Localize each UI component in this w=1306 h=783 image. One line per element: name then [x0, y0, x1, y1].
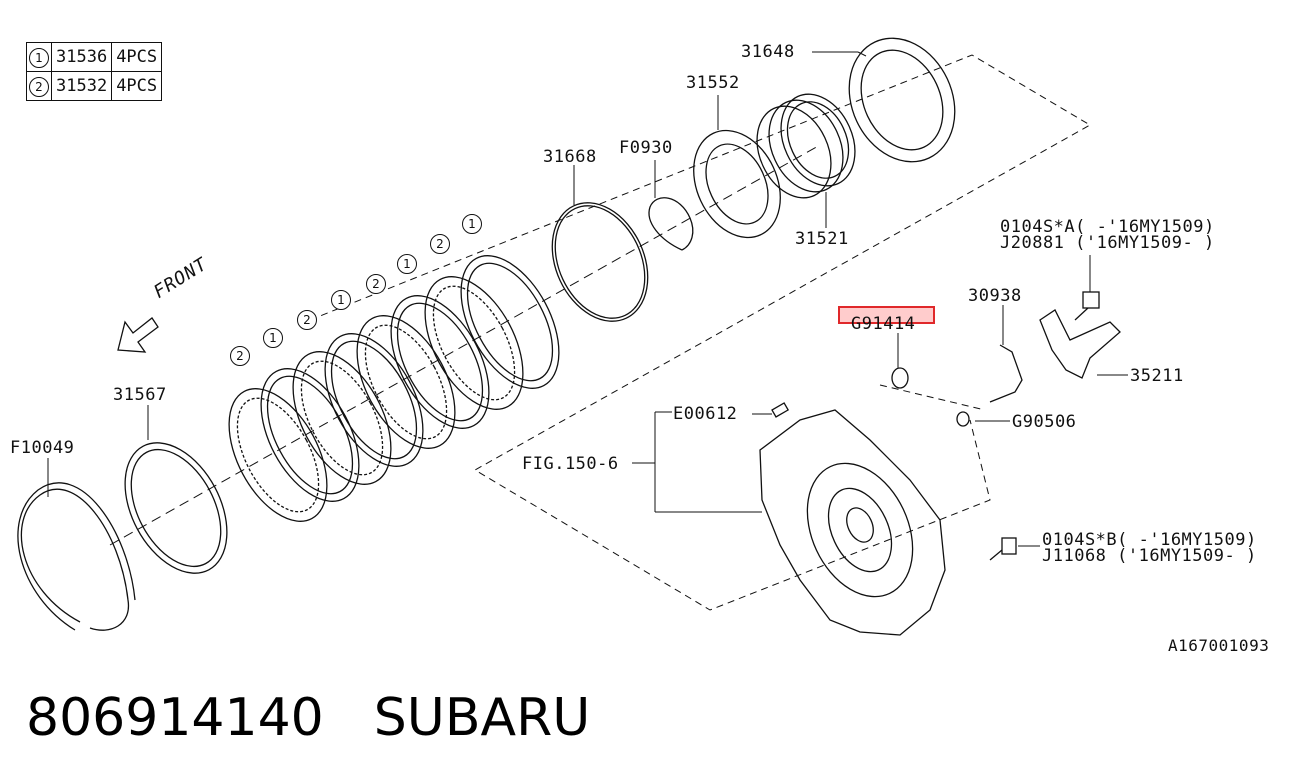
- callout-icon: 1: [397, 254, 417, 274]
- bolt-b: [1001, 537, 1017, 555]
- legend-part: 31536: [50, 42, 113, 72]
- label-35211[interactable]: 35211: [1130, 366, 1184, 386]
- label-f0930[interactable]: F0930: [619, 138, 673, 158]
- label-bolt-b-line1[interactable]: 0104S*B( -'16MY1509): [1042, 530, 1257, 550]
- label-30938[interactable]: 30938: [968, 286, 1022, 306]
- label-bolt-a-line2[interactable]: J20881 ('16MY1509- ): [1000, 233, 1215, 253]
- bracket-35211: [1039, 309, 1121, 379]
- o-ring-g90506: [956, 411, 970, 427]
- label-31521[interactable]: 31521: [795, 229, 849, 249]
- label-bolt-b-line2[interactable]: J11068 ('16MY1509- ): [1042, 546, 1257, 566]
- legend-row: 1 31536 4PCS: [26, 42, 163, 72]
- callout-icon: 2: [366, 274, 386, 294]
- label-bolt-a-line1[interactable]: 0104S*A( -'16MY1509): [1000, 217, 1215, 237]
- label-fig-ref[interactable]: FIG.150-6: [522, 454, 619, 474]
- legend-qty: 4PCS: [111, 71, 163, 101]
- label-31648[interactable]: 31648: [741, 42, 795, 62]
- piston-31521: [756, 93, 856, 199]
- callout-icon: 2: [230, 346, 250, 366]
- legend-part: 31532: [50, 71, 113, 101]
- label-e00612[interactable]: E00612: [673, 404, 738, 424]
- callout-icon: 1: [462, 214, 482, 234]
- legend-row: 2 31532 4PCS: [26, 71, 163, 101]
- legend-table: 1 31536 4PCS 2 31532 4PCS: [26, 42, 163, 101]
- plate-31567: [124, 442, 228, 574]
- valve-body-housing: [759, 402, 946, 636]
- diagram-id: A167001093: [1168, 636, 1270, 655]
- brand-name: SUBARU: [373, 688, 591, 748]
- part-number: 806914140: [26, 688, 324, 748]
- ring-31668: [551, 202, 649, 322]
- plate-31552: [693, 129, 781, 239]
- label-31567[interactable]: 31567: [113, 385, 167, 405]
- callout-2-icon: 2: [29, 76, 49, 97]
- legend-callout-cell: 1: [26, 42, 52, 72]
- label-f10049[interactable]: F10049: [10, 438, 75, 458]
- callout-1-icon: 1: [29, 47, 49, 68]
- snap-ring-f10049: [20, 488, 130, 631]
- callout-icon: 2: [297, 310, 317, 330]
- snap-ring-f0930: [648, 197, 694, 251]
- callout-icon: 1: [263, 328, 283, 348]
- legend-qty: 4PCS: [111, 42, 163, 72]
- legend-callout-cell: 2: [26, 71, 52, 101]
- clutch-plate-stack: [228, 255, 560, 522]
- label-g91414[interactable]: G91414: [851, 314, 916, 334]
- callout-icon: 2: [430, 234, 450, 254]
- label-g90506[interactable]: G90506: [1012, 412, 1077, 432]
- housing-outline: [309, 54, 1092, 611]
- label-31668[interactable]: 31668: [543, 147, 597, 167]
- lever-30938: [989, 344, 1023, 403]
- footer-caption: 806914140 SUBARU: [26, 688, 640, 748]
- bolt-a: [1082, 291, 1100, 309]
- assembly-axis: [109, 144, 821, 546]
- plate-31648: [848, 37, 956, 163]
- label-31552[interactable]: 31552: [686, 73, 740, 93]
- callout-icon: 1: [331, 290, 351, 310]
- o-ring-g91414: [891, 367, 909, 389]
- selected-part-highlight[interactable]: [838, 306, 935, 324]
